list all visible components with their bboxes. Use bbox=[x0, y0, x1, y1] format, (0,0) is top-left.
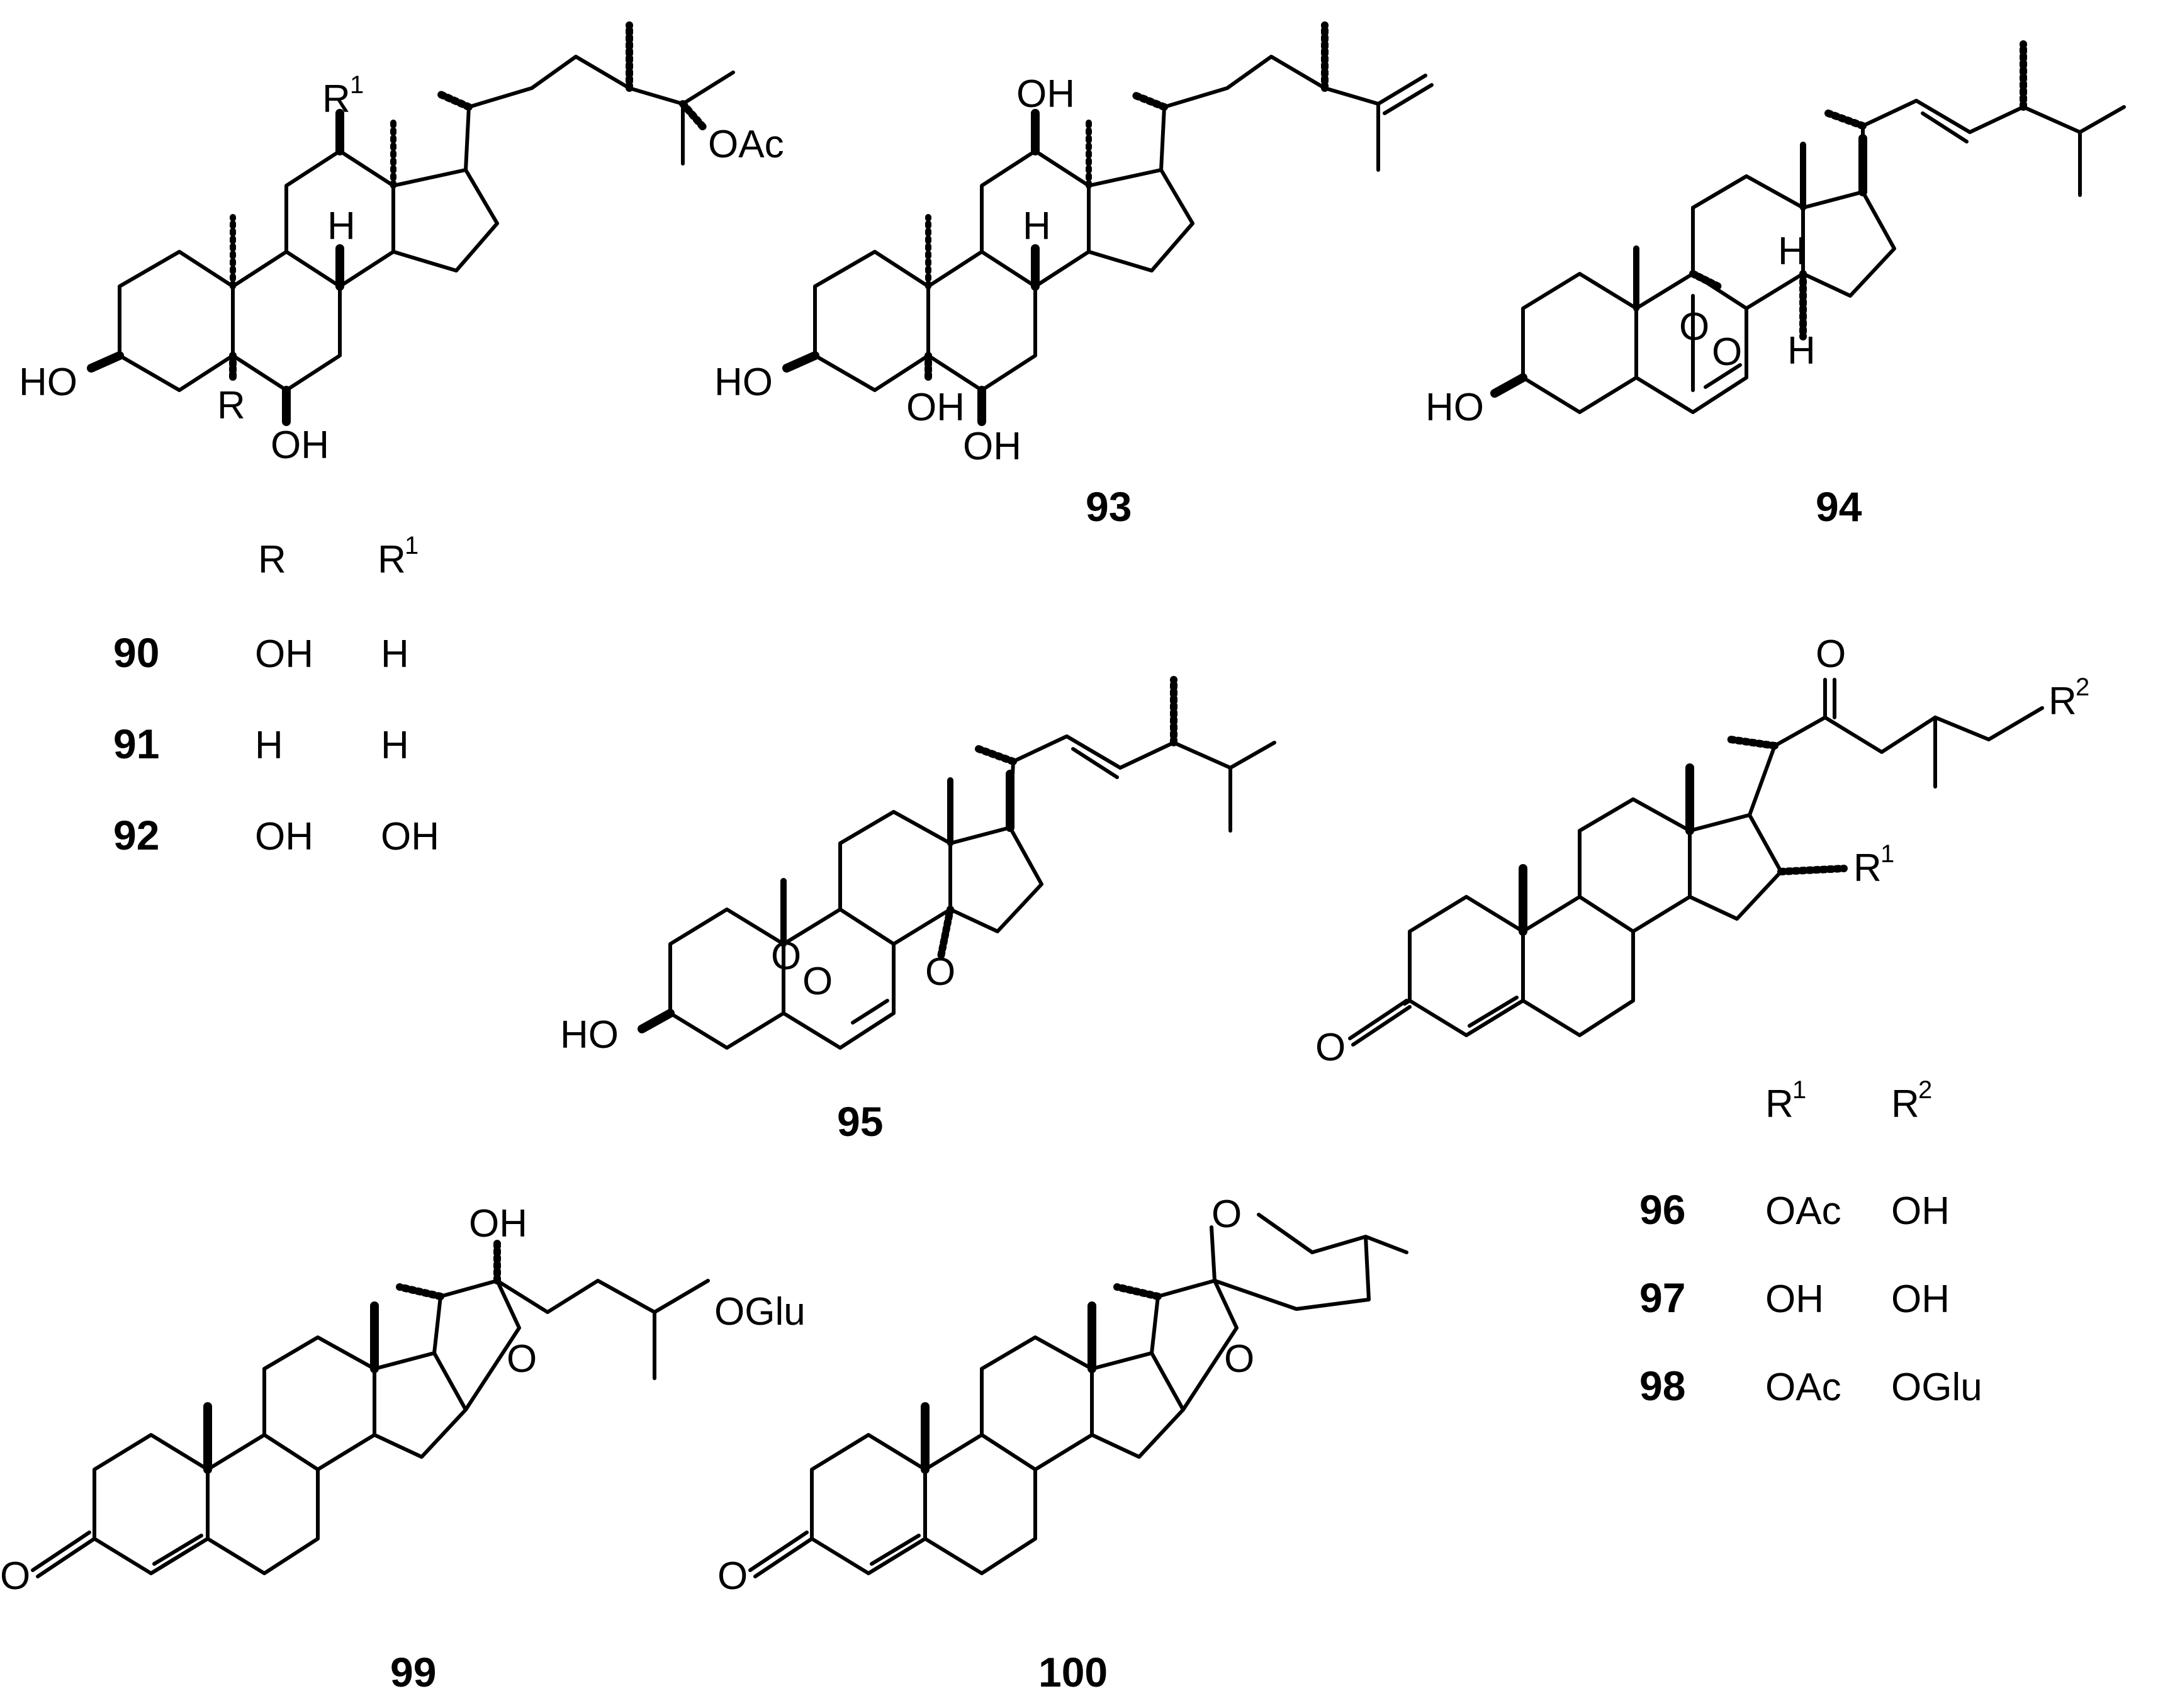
atom-o-3: O bbox=[0, 1554, 30, 1598]
structure-95 bbox=[638, 676, 1276, 1050]
atom-h: H bbox=[327, 205, 356, 248]
substituent-table-96-98: R 1 R 2 96 OAc OH 97 OH OH 98 OAc OGlu bbox=[1639, 1076, 1982, 1409]
atom-r2: R bbox=[2048, 680, 2077, 723]
atom-ho: HO bbox=[1425, 386, 1484, 429]
atom-o-3: O bbox=[925, 950, 955, 994]
table-header-r1-sup: 1 bbox=[1792, 1076, 1806, 1104]
compound-id-97: 97 bbox=[1639, 1274, 1685, 1321]
compound-id-91: 91 bbox=[113, 721, 159, 767]
atom-o-3: O bbox=[1315, 1026, 1346, 1069]
cell-90-r: OH bbox=[255, 632, 313, 676]
atom-h-9: H bbox=[1778, 230, 1806, 273]
compound-id-95: 95 bbox=[837, 1098, 883, 1145]
atom-r2-sup: 2 bbox=[2076, 673, 2089, 701]
structure-99 bbox=[31, 1239, 710, 1578]
atom-o-3: O bbox=[717, 1554, 748, 1598]
atom-o-pyran: O bbox=[1211, 1193, 1242, 1236]
table-header-r: R bbox=[258, 538, 286, 582]
compound-id-96: 96 bbox=[1639, 1186, 1685, 1233]
substituent-table-90-92: R R 1 90 OH H 91 H H 92 OH OH bbox=[113, 532, 439, 858]
cell-90-r1: H bbox=[381, 632, 409, 676]
table-header-r1-sup: 1 bbox=[405, 532, 419, 559]
cell-98-r1: OAc bbox=[1765, 1366, 1841, 1409]
atom-oh: OH bbox=[469, 1202, 527, 1245]
cell-97-r1: OH bbox=[1765, 1278, 1824, 1321]
atom-ho: HO bbox=[19, 361, 77, 404]
atom-o-1: O bbox=[1679, 305, 1709, 349]
atom-oac: OAc bbox=[708, 123, 784, 166]
compound-id-93: 93 bbox=[1086, 483, 1132, 530]
atom-ho: HO bbox=[560, 1013, 619, 1057]
atom-o-2: O bbox=[802, 960, 833, 1003]
structure-93 bbox=[782, 21, 1434, 426]
atom-oglu: OGlu bbox=[714, 1290, 806, 1334]
compound-id-92: 92 bbox=[113, 812, 159, 858]
compound-id-94: 94 bbox=[1816, 483, 1862, 530]
atom-o-1: O bbox=[771, 935, 801, 978]
atom-h: H bbox=[1023, 205, 1051, 248]
cell-97-r2: OH bbox=[1891, 1278, 1950, 1321]
cell-98-r2: OGlu bbox=[1891, 1366, 1982, 1409]
compound-id-99: 99 bbox=[390, 1649, 436, 1695]
cell-92-r1: OH bbox=[381, 815, 439, 858]
compound-id-90: 90 bbox=[113, 629, 159, 676]
atom-oh-6: OH bbox=[963, 425, 1021, 468]
atom-r1-sup: 1 bbox=[1880, 840, 1894, 868]
cell-92-r: OH bbox=[255, 815, 313, 858]
atom-o-2: O bbox=[1712, 330, 1742, 374]
table-header-r1: R bbox=[378, 538, 406, 582]
table-header-r2: R bbox=[1891, 1082, 1919, 1126]
structure-100 bbox=[748, 1213, 1408, 1578]
table-header-r1: R bbox=[1765, 1082, 1794, 1126]
atom-r1-sup: 1 bbox=[350, 71, 364, 99]
table-header-r2-sup: 2 bbox=[1918, 1076, 1932, 1104]
atom-r: R bbox=[217, 384, 245, 427]
atom-r1: R bbox=[1853, 846, 1882, 890]
compound-id-100: 100 bbox=[1038, 1649, 1108, 1695]
structure-90-92 bbox=[87, 21, 735, 426]
compound-id-98: 98 bbox=[1639, 1362, 1685, 1409]
atom-oh-top: OH bbox=[1016, 72, 1075, 116]
atom-o-ring: O bbox=[507, 1337, 537, 1381]
atom-o-ketone: O bbox=[1816, 632, 1846, 676]
cell-96-r1: OAc bbox=[1765, 1189, 1841, 1233]
atom-r1: R bbox=[322, 77, 351, 121]
structure-96-98 bbox=[1348, 678, 2044, 1047]
cell-91-r1: H bbox=[381, 724, 409, 767]
atom-oh: OH bbox=[271, 424, 329, 467]
atom-oh-5: OH bbox=[906, 386, 965, 429]
atom-o-furan: O bbox=[1224, 1337, 1254, 1381]
cell-96-r2: OH bbox=[1891, 1189, 1950, 1233]
atom-h-14: H bbox=[1787, 329, 1816, 373]
cell-91-r: H bbox=[255, 724, 283, 767]
atom-ho: HO bbox=[714, 361, 773, 404]
structure-94 bbox=[1490, 40, 2126, 414]
